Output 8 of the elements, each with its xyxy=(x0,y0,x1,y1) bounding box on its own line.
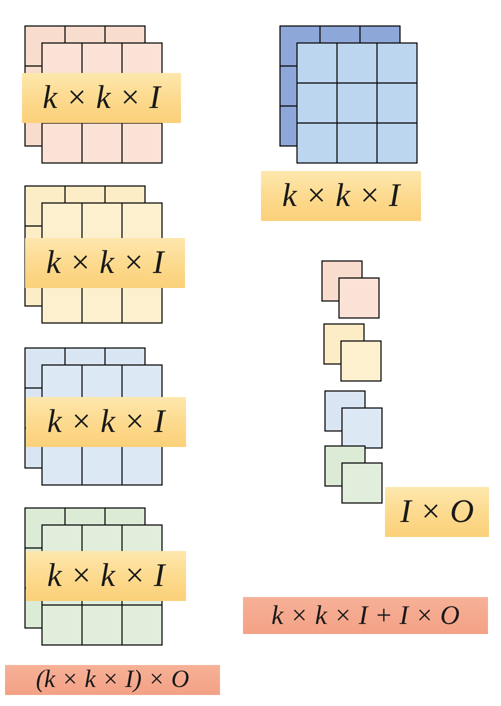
formula-label: k × k × I xyxy=(26,397,186,447)
formula-label: k × k × I xyxy=(22,73,181,123)
formula-label: I × O xyxy=(385,487,489,537)
formula-label: k × k × I xyxy=(25,238,185,288)
formula-label: (k × k × I) × O xyxy=(5,665,220,695)
formula-label: k × k × I xyxy=(26,551,186,601)
formula-label: k × k × I + I × O xyxy=(243,597,488,634)
formula-label: k × k × I xyxy=(261,171,421,221)
